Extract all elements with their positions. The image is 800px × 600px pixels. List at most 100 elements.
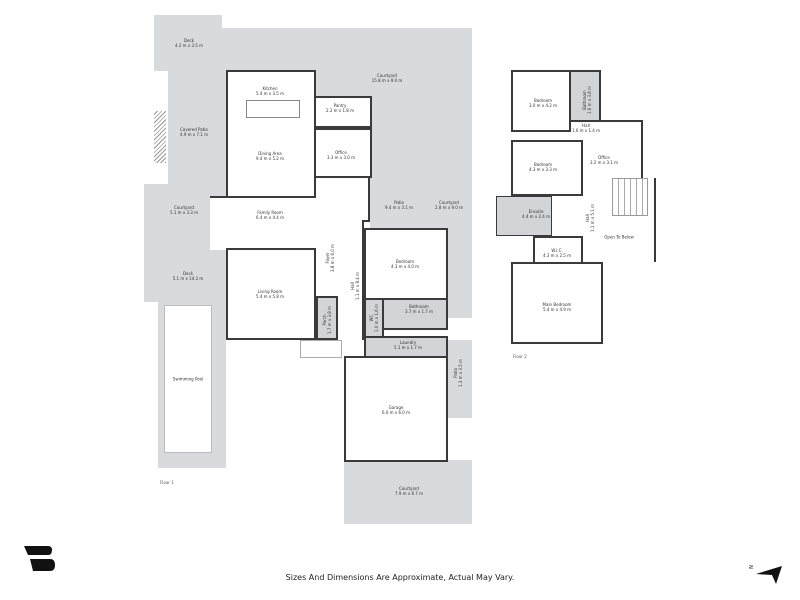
room-name: Swimming Pool	[172, 376, 204, 382]
bedroom-room	[364, 228, 448, 300]
room-dims: 9.4 m x 5.2 m	[256, 156, 284, 161]
ensuite-room	[496, 196, 552, 236]
room-dims: 3.2 m x 3.1 m	[590, 160, 618, 165]
room-name: Laundry	[399, 340, 417, 345]
room-dims: 1.6 m x 1.4 m	[572, 128, 600, 133]
room-name: Courtyard	[439, 200, 459, 205]
pantry-room	[314, 96, 372, 128]
room-dims: 1.1 m x 8.4 m	[355, 272, 360, 300]
room-name: Bedroom	[533, 98, 553, 103]
room-name: Garage	[388, 405, 404, 410]
room-name: Family Room	[257, 210, 283, 215]
room-dims: 5.4 m x 4.9 m	[543, 307, 571, 312]
garage-room	[344, 356, 448, 462]
room-dims: 2.2 m x 1.8 m	[326, 108, 354, 113]
brand-b-logo-icon	[24, 546, 56, 572]
family-room	[210, 196, 316, 250]
room-label: W.I.C.4.3 m x 2.5 m	[543, 248, 571, 258]
entry-steps	[300, 340, 342, 358]
room-name: Kitchen	[262, 86, 278, 91]
room-name: W.I.C.	[551, 248, 563, 253]
room-dims: 4.3 m x 2.5 m	[543, 253, 571, 258]
main-bedroom-room	[511, 262, 603, 344]
room-dims: 4.3 m x 4.0 m	[391, 264, 419, 269]
room-dims: 5.4 m x 5.8 m	[256, 294, 284, 299]
room-dims: 15.8 m x 9.0 m	[371, 78, 403, 83]
room-label: Swimming Pool	[173, 377, 203, 382]
room-dims: 4.2 m x 3.5 m	[175, 43, 203, 48]
fireplace-hatch	[154, 111, 166, 163]
room-dims: 5.1 m x 1.7 m	[394, 345, 422, 350]
north-compass-icon: N	[747, 562, 784, 586]
room-dims: 7.9 m x 6.7 m	[395, 491, 423, 496]
room-dims: 4.9 m x 7.1 m	[180, 132, 208, 137]
room-dims: 4.3 m x 3.3 m	[529, 167, 557, 172]
bedroom-1-room	[511, 70, 571, 132]
room-name: Open To Below	[604, 234, 634, 240]
room-dims: 3.7 m x 1.7 m	[405, 309, 433, 314]
room-name: Hall	[582, 123, 590, 128]
bathroom-room	[382, 298, 448, 330]
room-dims: 1.7 m x 3.8 m	[327, 306, 332, 334]
room-name: Patio	[394, 200, 404, 205]
room-name: Living Room	[257, 289, 283, 294]
room-name: Main Bedroom	[542, 302, 572, 307]
room-dims: 1.6 m x 3.8 m	[587, 86, 592, 114]
room-name: Covered Patio	[180, 127, 208, 132]
room-name: Courtyard	[377, 73, 397, 78]
room-dims: 9.4 m x 3.1 m	[385, 205, 413, 210]
room-name: Office	[335, 150, 347, 155]
kitchen-island	[246, 100, 300, 118]
patio-side-area	[448, 340, 472, 418]
covered-patio-area	[168, 71, 226, 185]
room-dims: 5.4 m x 3.5 m	[256, 91, 284, 96]
room-label: Open To Below	[604, 235, 633, 240]
room-dims: 1.3 m x 3.5 m	[458, 359, 463, 387]
floor-1-label: Floor 1	[160, 480, 174, 485]
office-room	[314, 128, 372, 178]
room-dims: 1.0 m x 1.6 m	[374, 304, 379, 332]
room-dims: 1.1 m x 5.1 m	[590, 204, 595, 232]
room-dims: 6.0 m x 6.0 m	[382, 410, 410, 415]
room-name: Office	[598, 155, 610, 160]
room-dims: 4.4 m x 2.4 m	[522, 214, 550, 219]
floor-2-label: Floor 2	[513, 354, 527, 359]
swimming-pool	[164, 305, 212, 453]
room-name: Bathroom	[409, 304, 429, 309]
room-name: Ensuite	[528, 209, 544, 214]
deck-top-area	[154, 15, 222, 71]
stairs-2	[612, 178, 648, 216]
room-name: Courtyard	[174, 205, 194, 210]
bedroom-2-room	[511, 140, 583, 196]
room-name: Bedroom	[533, 162, 553, 167]
room-name: Courtyard	[399, 486, 419, 491]
